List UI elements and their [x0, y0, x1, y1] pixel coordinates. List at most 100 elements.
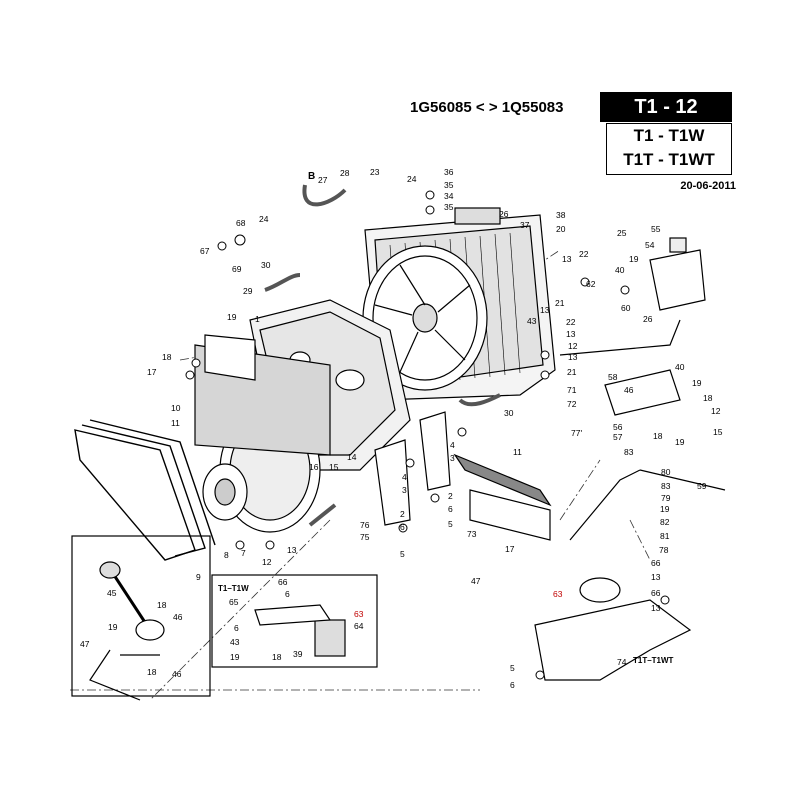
- part-label-23: 23: [370, 167, 380, 177]
- part-label-15a: 15: [713, 427, 723, 437]
- part-label-6e: 6: [510, 680, 515, 690]
- part-label-6a: 6: [448, 504, 453, 514]
- part-label-12c: 12: [262, 557, 272, 567]
- part-label-18d: 18: [157, 600, 167, 610]
- part-label-13a: 13: [562, 254, 572, 264]
- part-label-9: 9: [196, 572, 201, 582]
- part-label-13b: 13: [540, 305, 550, 315]
- support-brackets: [374, 411, 451, 526]
- part-label-28: 28: [340, 168, 350, 178]
- part-label-80: 80: [661, 467, 671, 477]
- serial-range: 1G56085 < > 1Q55083: [410, 99, 564, 116]
- part-label-25: 25: [617, 228, 627, 238]
- part-label-27: 27: [318, 175, 328, 185]
- part-label-15b: 15: [329, 462, 339, 472]
- part-label-5a: 5: [448, 519, 453, 529]
- part-label-6d: 6: [234, 623, 239, 633]
- part-label-57: 57: [613, 432, 623, 442]
- hoses: [264, 184, 501, 527]
- part-label-35b: 35: [444, 202, 454, 212]
- part-label-14: 14: [347, 452, 357, 462]
- part-label-35a: 35: [444, 180, 454, 190]
- part-label-29: 29: [243, 286, 253, 296]
- inset-lever-box: [71, 535, 211, 697]
- part-label-81: 81: [660, 531, 670, 541]
- part-label-19d: 19: [675, 437, 685, 447]
- model-line-1: T1 - T1W: [633, 126, 705, 145]
- part-label-2b: 2: [400, 509, 405, 519]
- model-line-2: T1T - T1WT: [623, 150, 715, 169]
- cooler-strip: [453, 453, 552, 541]
- part-label-6b: 6: [400, 522, 405, 532]
- part-label-71: 71: [567, 385, 577, 395]
- part-label-11b: 11: [513, 447, 522, 457]
- part-label-47b: 47: [80, 639, 90, 649]
- part-label-63b: 63: [354, 609, 364, 619]
- part-label-79: 79: [661, 493, 671, 503]
- part-label-38: 38: [556, 210, 566, 220]
- part-label-67: 67: [200, 246, 210, 256]
- part-label-13d: 13: [568, 352, 578, 362]
- part-label-62: 62: [586, 279, 596, 289]
- part-label-19e: 19: [660, 504, 670, 514]
- part-label-2: 2: [448, 491, 453, 501]
- part-label-30a: 30: [261, 260, 271, 270]
- part-label-19a: 19: [629, 254, 639, 264]
- inset-label-t1t-t1wt: T1T–T1WT: [633, 656, 674, 665]
- part-label-4b: 4: [402, 472, 407, 482]
- part-label-40b: 40: [675, 362, 685, 372]
- part-label-83b: 83: [661, 481, 671, 491]
- part-label-34: 34: [444, 191, 454, 201]
- part-label-69: 69: [232, 264, 242, 274]
- part-label-75: 75: [360, 532, 370, 542]
- part-label-19c: 19: [692, 378, 702, 388]
- part-label-56: 56: [613, 422, 623, 432]
- part-label-5b: 5: [400, 549, 405, 559]
- callout-b: B: [308, 171, 315, 182]
- part-label-78: 78: [659, 545, 669, 555]
- model-box: T1 - T1W T1T - T1WT: [606, 123, 732, 175]
- part-label-7: 7: [241, 548, 246, 558]
- control-cable: [89, 469, 726, 701]
- part-label-18a: 18: [162, 352, 172, 362]
- part-label-36: 36: [444, 167, 454, 177]
- part-label-21a: 21: [555, 298, 565, 308]
- part-label-45: 45: [107, 588, 117, 598]
- part-label-76: 76: [360, 520, 370, 530]
- part-label-3a: 3: [450, 453, 455, 463]
- part-label-74: 74: [617, 657, 627, 667]
- part-label-16: 16: [309, 462, 319, 472]
- revision-date: 20-06-2011: [680, 180, 736, 192]
- part-label-17b: 17: [505, 544, 515, 554]
- part-label-66a: 66: [651, 558, 661, 568]
- part-label-68: 68: [236, 218, 246, 228]
- part-label-72: 72: [567, 399, 577, 409]
- part-label-66c: 66: [278, 577, 288, 587]
- part-label-1: 1: [255, 314, 260, 324]
- part-label-63a: 63: [553, 589, 563, 599]
- part-label-18c: 18: [653, 431, 663, 441]
- inset-label-t1-t1w: T1–T1W: [218, 584, 249, 593]
- bracket-right: [604, 369, 681, 416]
- part-label-54: 54: [645, 240, 655, 250]
- part-label-46b: 46: [173, 612, 183, 622]
- part-label-58: 58: [608, 372, 618, 382]
- part-label-18f: 18: [272, 652, 282, 662]
- part-label-55: 55: [651, 224, 661, 234]
- part-label-18b: 18: [703, 393, 713, 403]
- expansion-tank: [559, 237, 706, 356]
- part-label-10: 10: [171, 403, 181, 413]
- part-label-4a: 4: [450, 440, 455, 450]
- oil-filter: [254, 604, 346, 657]
- part-label-37: 37: [520, 220, 530, 230]
- part-label-59: 59: [697, 481, 707, 491]
- part-label-24a: 24: [407, 174, 417, 184]
- part-label-12a: 12: [568, 341, 578, 351]
- part-label-40a: 40: [615, 265, 625, 275]
- part-label-8: 8: [224, 550, 229, 560]
- part-label-60: 60: [621, 303, 631, 313]
- lever-assembly: [99, 561, 165, 656]
- part-label-24b: 24: [259, 214, 269, 224]
